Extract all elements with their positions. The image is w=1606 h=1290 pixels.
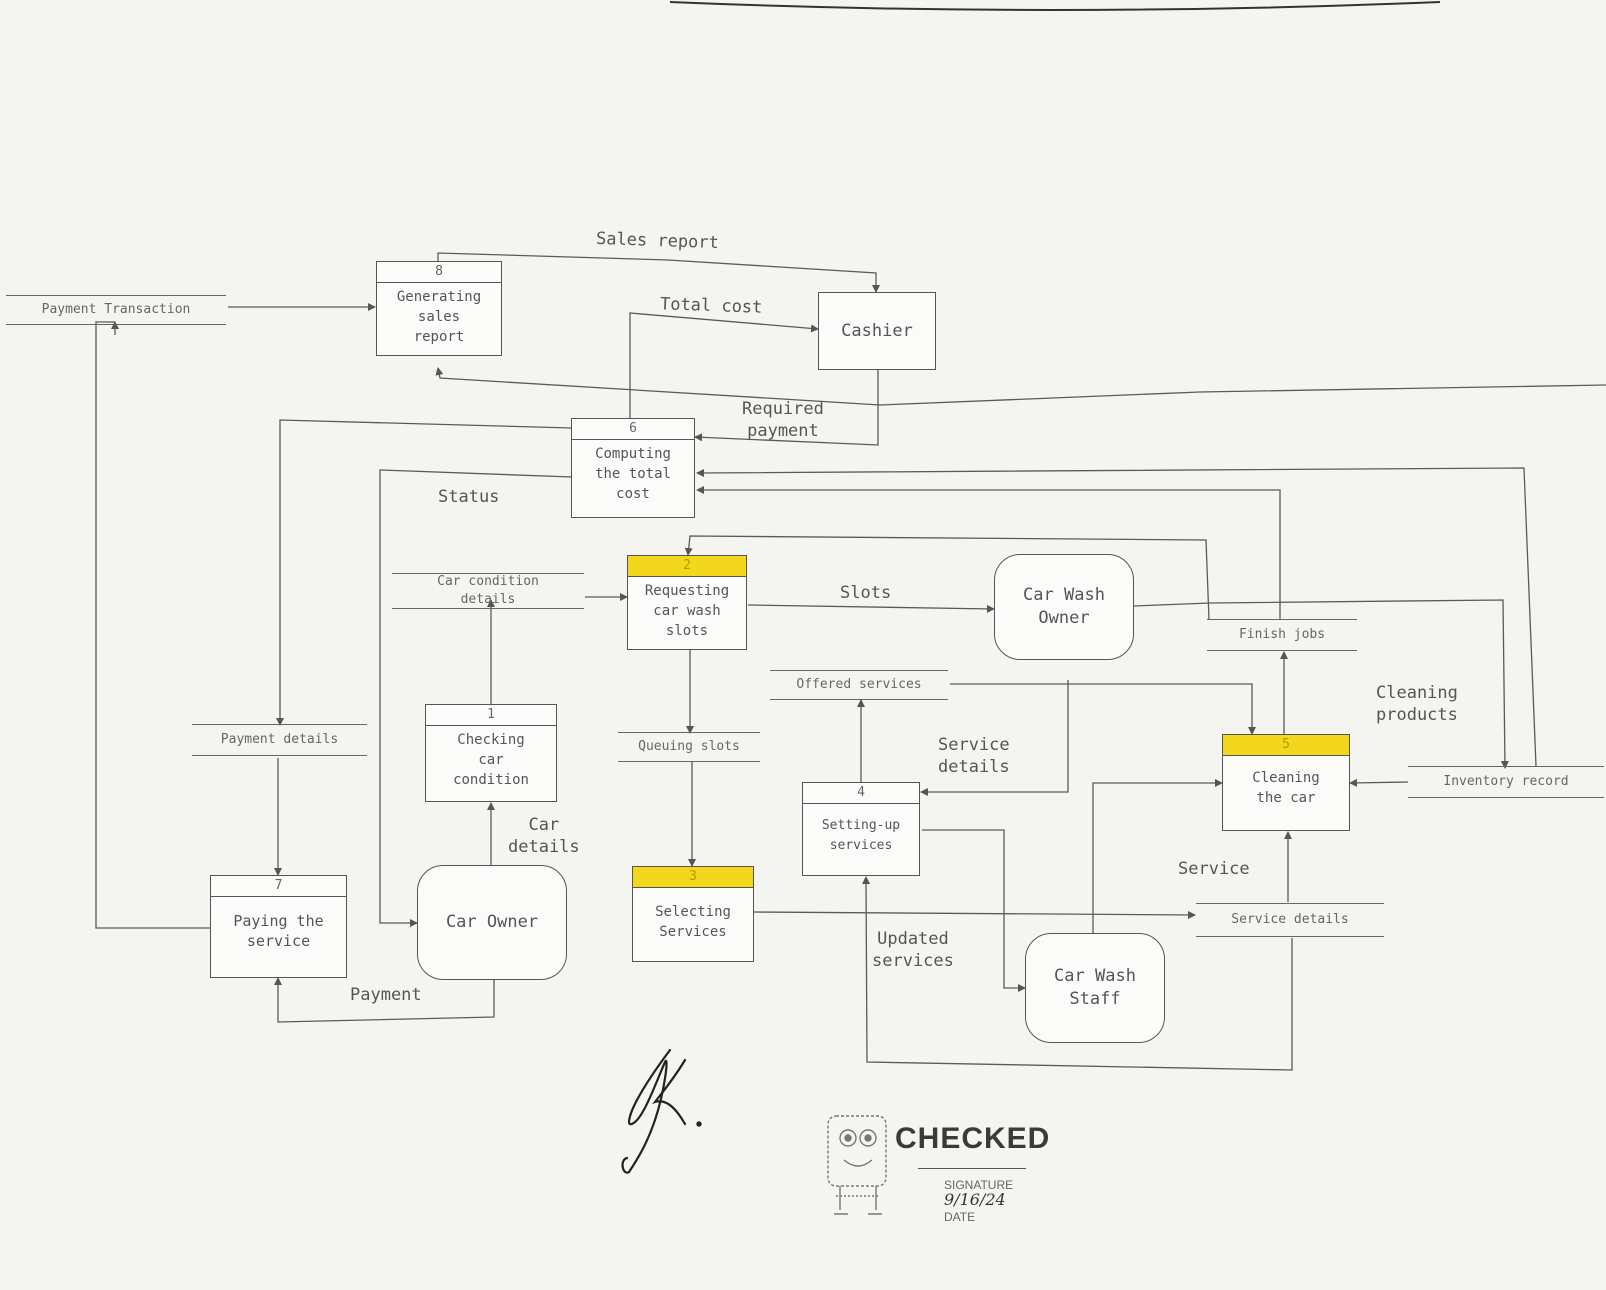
process-number: 8 (377, 262, 501, 283)
process-number: 5 (1223, 735, 1349, 756)
entity-car-owner[interactable]: Car Owner (417, 865, 567, 980)
stamp-signature-line (918, 1168, 1026, 1169)
process-2[interactable]: 2 Requesting car wash slots (627, 555, 747, 650)
process-4[interactable]: 4 Setting-up services (802, 782, 920, 876)
process-label: Computing the total cost (595, 446, 671, 502)
process-label: Checking car condition (453, 732, 529, 788)
process-3[interactable]: 3 Selecting Services (632, 866, 754, 962)
flow-required-payment (694, 370, 879, 446)
flow-owner-to-inventory (1133, 599, 1509, 769)
store-service-details: Service details (1196, 903, 1384, 937)
store-inventory-record: Inventory record (1408, 766, 1604, 798)
process-label: Cleaning the car (1252, 770, 1320, 806)
flow-slots (747, 604, 995, 613)
process-number: 2 (628, 556, 746, 577)
process-8[interactable]: 8 Generating sales report (376, 261, 502, 356)
entity-car-wash-staff[interactable]: Car Wash Staff (1025, 933, 1165, 1043)
flow-staff-to-5 (1092, 779, 1223, 933)
flow-owner-service-details (920, 680, 1069, 796)
process-label: Paying the service (233, 912, 324, 950)
store-payment-transaction: Payment Transaction (6, 295, 226, 325)
store-payment-details: Payment details (192, 724, 367, 756)
flow-updated-services (862, 876, 1293, 1071)
flow-to-sales-report-process (435, 367, 1606, 406)
process-1[interactable]: 1 Checking car condition (425, 704, 557, 802)
process-label: Requesting car wash slots (644, 583, 730, 639)
label-cleaning-products: Cleaning products (1376, 683, 1458, 725)
flow-offered-to-5 (950, 683, 1256, 735)
process-number: 3 (633, 867, 753, 888)
store-finish-jobs: Finish jobs (1207, 619, 1357, 651)
process-6[interactable]: 6 Computing the total cost (571, 418, 695, 518)
stamp-date-value: 9/16/24 (944, 1190, 1006, 1209)
label-slots: Slots (840, 583, 892, 603)
stamp-date-label: DATE (944, 1210, 976, 1224)
stamp-checked: CHECKED (895, 1122, 1051, 1155)
flow-6-to-payment-details (276, 419, 573, 726)
flow-inventory-to-6 (696, 467, 1537, 767)
label-service-details: Service details (938, 735, 1010, 777)
process-number: 6 (572, 419, 694, 440)
process-label: Generating sales report (396, 289, 482, 345)
page-edge (669, 1, 1441, 11)
flow-payment (274, 977, 495, 1023)
label-car-details: Car details (508, 815, 580, 857)
flow-cleaning-products (1349, 778, 1409, 787)
flow-3-to-service-details (753, 910, 1196, 919)
process-5[interactable]: 5 Cleaning the car (1222, 734, 1350, 831)
label-required-payment: Required payment (742, 399, 824, 441)
entity-car-wash-owner[interactable]: Car Wash Owner (994, 554, 1134, 660)
label-service: Service (1178, 859, 1250, 879)
stamp-signature-label: SIGNATURE (944, 1178, 1014, 1192)
handwritten-signature (621, 1048, 702, 1174)
label-payment: Payment (350, 985, 422, 1005)
label-updated-services: Updated services (872, 929, 954, 971)
process-label: Setting-up services (821, 818, 901, 853)
store-queuing-slots: Queuing slots (618, 732, 760, 762)
flow-total-cost (629, 312, 819, 418)
process-label: Selecting Services (655, 904, 731, 940)
process-number: 7 (211, 876, 346, 897)
flow-7-to-payment-transaction (95, 321, 210, 929)
process-number: 1 (426, 705, 556, 726)
flow-sales-report (437, 252, 880, 293)
entity-cashier[interactable]: Cashier (818, 292, 936, 370)
stamp-character-icon (827, 1115, 887, 1215)
label-total-cost: Total cost (659, 294, 763, 318)
process-7[interactable]: 7 Paying the service (210, 875, 347, 978)
flow-finish-jobs-to-2 (684, 535, 1210, 621)
flow-finish-jobs-to-6 (696, 486, 1281, 620)
store-car-condition-details: Car condition details (392, 573, 584, 609)
label-sales-report: Sales report (595, 228, 720, 254)
process-number: 4 (803, 783, 919, 804)
flow-4-to-staff (922, 829, 1026, 992)
flow-status (379, 469, 573, 927)
store-offered-services: Offered services (770, 670, 948, 700)
label-status: Status (438, 487, 500, 507)
